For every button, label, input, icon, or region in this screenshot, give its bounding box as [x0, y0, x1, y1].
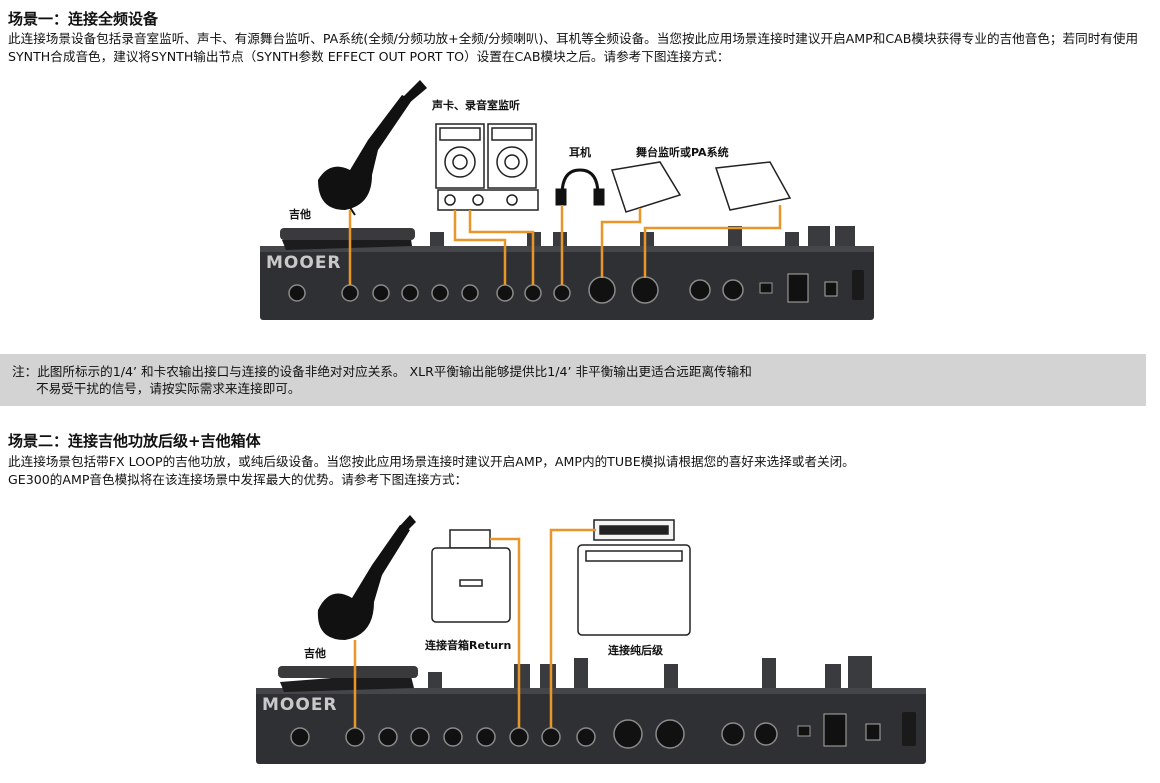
midi-jack: [689, 279, 711, 301]
jack: [541, 727, 561, 747]
guitar-cabinet-icon: [431, 529, 511, 623]
jack: [345, 727, 365, 747]
label-stage: 舞台监听或PA系统: [636, 145, 729, 159]
device-brand: MOOER: [262, 695, 338, 715]
label-guitar: 吉他: [289, 207, 311, 221]
section1-paragraph: 此连接场景设备包括录音室监听、声卡、有源舞台监听、PA系统(全频/分频功放+全频…: [8, 31, 1139, 64]
jack: [509, 727, 529, 747]
midi-jack: [754, 722, 778, 746]
jack: [431, 284, 449, 302]
label-soundcard: 声卡、录音室监听: [431, 98, 520, 112]
jack: [290, 727, 310, 747]
studio-monitors-icon: [435, 123, 539, 211]
power-switch: [787, 273, 809, 303]
usb-port: [759, 282, 773, 294]
jack: [476, 727, 496, 747]
dc-jack: [865, 723, 881, 741]
note-line1: 注：此图所标示的1/4’ 和卡农输出接口与连接的设备非绝对对应关系。 XLR平衡…: [12, 364, 752, 379]
note-line2: 不易受干扰的信号，请按实际需求来连接即可。: [12, 381, 301, 396]
guitar-icon: [318, 80, 427, 216]
label-guitar: 吉他: [304, 646, 326, 660]
section2-title: 场景二：连接吉他功放后级+吉他箱体: [8, 432, 261, 450]
power-amp-icon: [577, 519, 691, 636]
jack: [443, 727, 463, 747]
device-body: [260, 246, 874, 320]
jack: [461, 284, 479, 302]
jack: [378, 727, 398, 747]
label-headphones: 耳机: [569, 145, 591, 159]
headphones-icon: [555, 168, 605, 206]
guitar-icon: [317, 515, 416, 640]
xlr-jack: [655, 719, 685, 749]
note-box: 注：此图所标示的1/4’ 和卡农输出接口与连接的设备非绝对对应关系。 XLR平衡…: [0, 354, 1146, 406]
midi-jack: [722, 279, 744, 301]
device-brand: MOOER: [266, 253, 342, 273]
midi-jack: [721, 722, 745, 746]
usb-port: [797, 725, 811, 737]
label-poweramp: 连接纯后级: [608, 643, 664, 657]
dc-jack: [824, 281, 838, 297]
power-switch: [823, 713, 847, 747]
jack: [401, 284, 419, 302]
jack: [410, 727, 430, 747]
xlr-jack: [613, 719, 643, 749]
label-cabinet: 连接音箱Return: [425, 638, 511, 652]
jack: [288, 284, 306, 302]
section2-paragraph: 此连接场景包括带FX LOOP的吉他功放，或纯后级设备。当您按此应用场景连接时建…: [8, 454, 855, 487]
jack: [372, 284, 390, 302]
jack: [576, 727, 596, 747]
section1-title: 场景一：连接全频设备: [8, 10, 159, 28]
stage-monitors-icon: [611, 161, 792, 213]
